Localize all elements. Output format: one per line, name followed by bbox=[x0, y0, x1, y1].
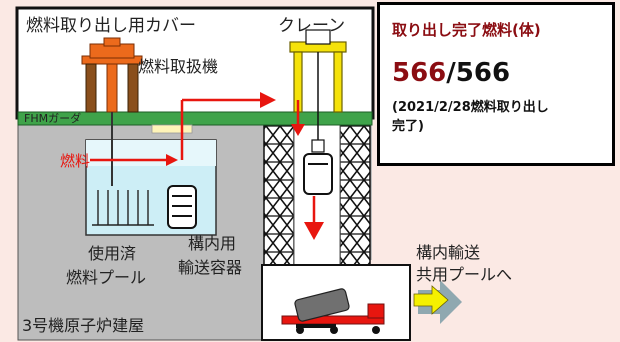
label-fuel-cover: 燃料取り出し用カバー bbox=[26, 16, 196, 36]
label-transport-2: 共用プールへ bbox=[416, 265, 512, 284]
truss-left bbox=[263, 124, 295, 266]
completion-note-line-1: (2021/2/28燃料取り出し bbox=[392, 100, 549, 115]
label-spent-pool-1: 使用済 bbox=[88, 244, 136, 263]
label-container-2: 輸送容器 bbox=[178, 258, 242, 277]
girder-support-light bbox=[151, 124, 193, 134]
label-fhm: 燃料取扱機 bbox=[138, 57, 218, 76]
fuel-racks bbox=[92, 190, 154, 226]
removed-count-total: /566 bbox=[446, 58, 511, 88]
fuel-handling-machine bbox=[81, 37, 143, 186]
cask-lifted bbox=[303, 153, 333, 195]
truss-right bbox=[339, 124, 371, 266]
transport-arrow bbox=[413, 280, 462, 324]
completion-note-line-2: 完了) bbox=[392, 119, 424, 134]
label-container-1: 構内用 bbox=[188, 234, 236, 253]
arrow-head-down-1 bbox=[291, 124, 305, 136]
pool-water-surface bbox=[86, 140, 216, 166]
removed-count-done: 566 bbox=[392, 58, 447, 88]
info-box: 取り出し完了燃料(体) 566/566 (2021/2/28燃料取り出し 完了) bbox=[377, 2, 615, 166]
label-crane: クレーン bbox=[278, 16, 345, 36]
cask-in-pool bbox=[167, 185, 197, 229]
info-title: 取り出し完了燃料(体) bbox=[392, 21, 541, 39]
movement-arrows bbox=[90, 98, 316, 222]
arrow-head-down-2 bbox=[304, 222, 324, 240]
transport-vehicle bbox=[281, 288, 385, 334]
label-spent-pool-2: 燃料プール bbox=[66, 268, 146, 287]
removed-count: 566/566 bbox=[392, 58, 602, 88]
label-fhm-girder: FHMガーダ bbox=[24, 111, 81, 125]
fhm-girder bbox=[17, 111, 373, 126]
label-transport-1: 構内輸送 bbox=[416, 243, 480, 262]
arrow-head-fuel bbox=[166, 154, 178, 166]
label-building: 3号機原子炉建屋 bbox=[22, 316, 144, 335]
arrow-head-right bbox=[260, 92, 276, 108]
label-fuel: 燃料 bbox=[60, 152, 90, 170]
completion-note: (2021/2/28燃料取り出し 完了) bbox=[392, 98, 602, 136]
crane bbox=[289, 29, 347, 153]
